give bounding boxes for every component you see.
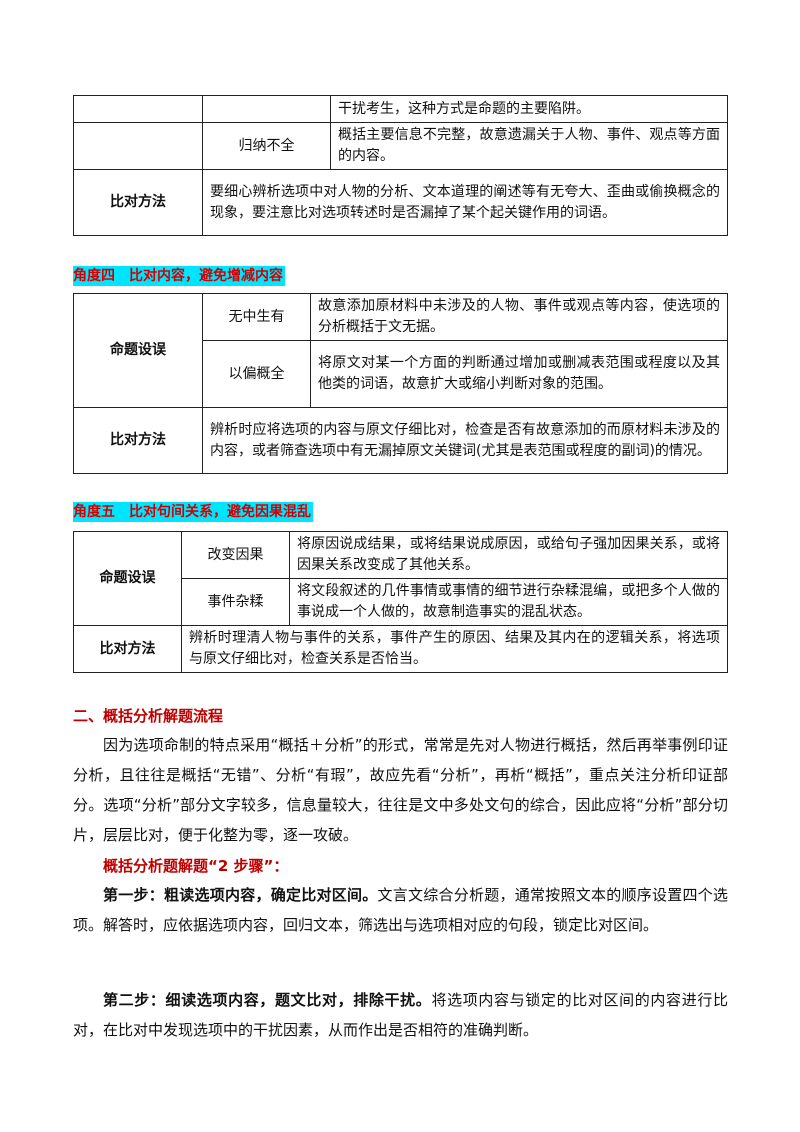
- table-cell-text: 辨析时应将选项的内容与原文仔细比对，检查是否有故意添加的而原材料未涉及的内容，或…: [202, 407, 728, 474]
- table-row: 命题设误 无中生有 故意添加原材料中未涉及的人物、事件或观点等内容，使选项的分析…: [73, 293, 728, 408]
- section-two-paragraph: 因为选项命制的特点采用“概括＋分析”的形式，常常是先对人物进行概括，然后再举事例…: [73, 736, 728, 844]
- table-cell-text: 概括主要信息不完整，故意遗漏关于人物、事件、观点等方面的内容。: [330, 122, 728, 170]
- step-one-label: 第一步：粗读选项内容，确定比对区间。: [103, 886, 378, 904]
- table-row: 比对方法 辨析时应将选项的内容与原文仔细比对，检查是否有故意添加的而原材料未涉及…: [73, 407, 728, 474]
- table-cell-category: 命题设误: [73, 293, 203, 408]
- table-cell-empty: [73, 95, 203, 123]
- table-cell-text: 将原因说成结果，或将结果说成原因，或给句子强加因果关系，或将因果关系改变成了其他…: [289, 531, 728, 579]
- table-cell-subcategory: 以偏概全: [202, 340, 311, 408]
- step-two-paragraph: 第二步：细读选项内容，题文比对，排除干扰。将选项内容与锁定的比对区间的内容进行比…: [73, 985, 728, 1045]
- table-row: 归纳不全 概括主要信息不完整，故意遗漏关于人物、事件、观点等方面的内容。: [73, 122, 728, 170]
- table-cell-subcategory: 事件杂糅: [181, 578, 290, 626]
- angle-four-heading: 角度四 比对内容，避免增减内容: [73, 266, 285, 286]
- table-cell-text: 辨析时理清人物与事件的关系，事件产生的原因、结果及其内在的逻辑关系，将选项与原文…: [181, 625, 728, 673]
- table-cell-subcategory: 归纳不全: [202, 122, 331, 170]
- table-cell-subcategory: 无中生有: [202, 293, 311, 341]
- table-row: 比对方法 辨析时理清人物与事件的关系，事件产生的原因、结果及其内在的逻辑关系，将…: [73, 625, 728, 673]
- angle-four-table: 命题设误 无中生有 故意添加原材料中未涉及的人物、事件或观点等内容，使选项的分析…: [73, 293, 728, 474]
- step-one-paragraph: 第一步：粗读选项内容，确定比对区间。文言文综合分析题，通常按照文本的顺序设置四个…: [73, 880, 728, 940]
- table-row: 以偏概全 将原文对某一个方面的判断通过增加或删减表范围或程度以及其他类的词语，故…: [74, 340, 728, 408]
- table-cell-category: 命题设误: [73, 531, 182, 626]
- table-cell-category: 比对方法: [73, 407, 203, 474]
- steps-title: 概括分析题解题“2 步骤”：: [103, 857, 289, 875]
- table-cell-text: 干扰考生，这种方式是命题的主要陷阱。: [330, 95, 728, 123]
- table-row: 命题设误 改变因果 将原因说成结果，或将结果说成原因，或给句子强加因果关系，或将…: [73, 531, 728, 626]
- table-row: 比对方法 要细心辨析选项中对人物的分析、文本道理的阐述等有无夸大、歪曲或偷换概念…: [73, 169, 728, 236]
- table-cell-category: 比对方法: [73, 625, 182, 673]
- angle-five-table: 命题设误 改变因果 将原因说成结果，或将结果说成原因，或给句子强加因果关系，或将…: [73, 531, 728, 673]
- table-cell-text: 要细心辨析选项中对人物的分析、文本道理的阐述等有无夸大、歪曲或偷换概念的现象，要…: [202, 169, 728, 236]
- step-two-text: 将选项内容与锁定的比对区间的内容进行比对，在比对中发现选项中的干扰因素，从而作出…: [73, 991, 728, 1039]
- table-cell-text: 将原文对某一个方面的判断通过增加或删减表范围或程度以及其他类的词语，故意扩大或缩…: [310, 340, 728, 408]
- step-two-label: 第二步：细读选项内容，题文比对，排除干扰。: [103, 991, 432, 1009]
- table-cell-empty: [202, 95, 331, 123]
- table-cell-text: 故意添加原材料中未涉及的人物、事件或观点等内容，使选项的分析概括于文无据。: [310, 293, 728, 341]
- table-cell-subcategory: 改变因果: [181, 531, 290, 579]
- table-row: 事件杂糅 将文段叙述的几件事情或事情的细节进行杂糅混编，或把多个人做的事说成一个…: [74, 578, 728, 626]
- angle-five-heading: 角度五 比对句间关系，避免因果混乱: [73, 502, 313, 522]
- step-one-text: 文言文综合分析题，通常按照文本的顺序设置四个选项。解答时，应依据选项内容，回归文…: [73, 886, 728, 934]
- table-row: 干扰考生，这种方式是命题的主要陷阱。: [73, 95, 728, 123]
- table-cell-empty: [73, 122, 203, 170]
- table-cell-category: 比对方法: [73, 169, 203, 236]
- table-cell-text: 将文段叙述的几件事情或事情的细节进行杂糅混编，或把多个人做的事说成一个人做的，故…: [289, 578, 728, 626]
- section-two-title: 二、概括分析解题流程: [73, 707, 224, 725]
- table-continued: 干扰考生，这种方式是命题的主要陷阱。 归纳不全 概括主要信息不完整，故意遗漏关于…: [73, 95, 728, 236]
